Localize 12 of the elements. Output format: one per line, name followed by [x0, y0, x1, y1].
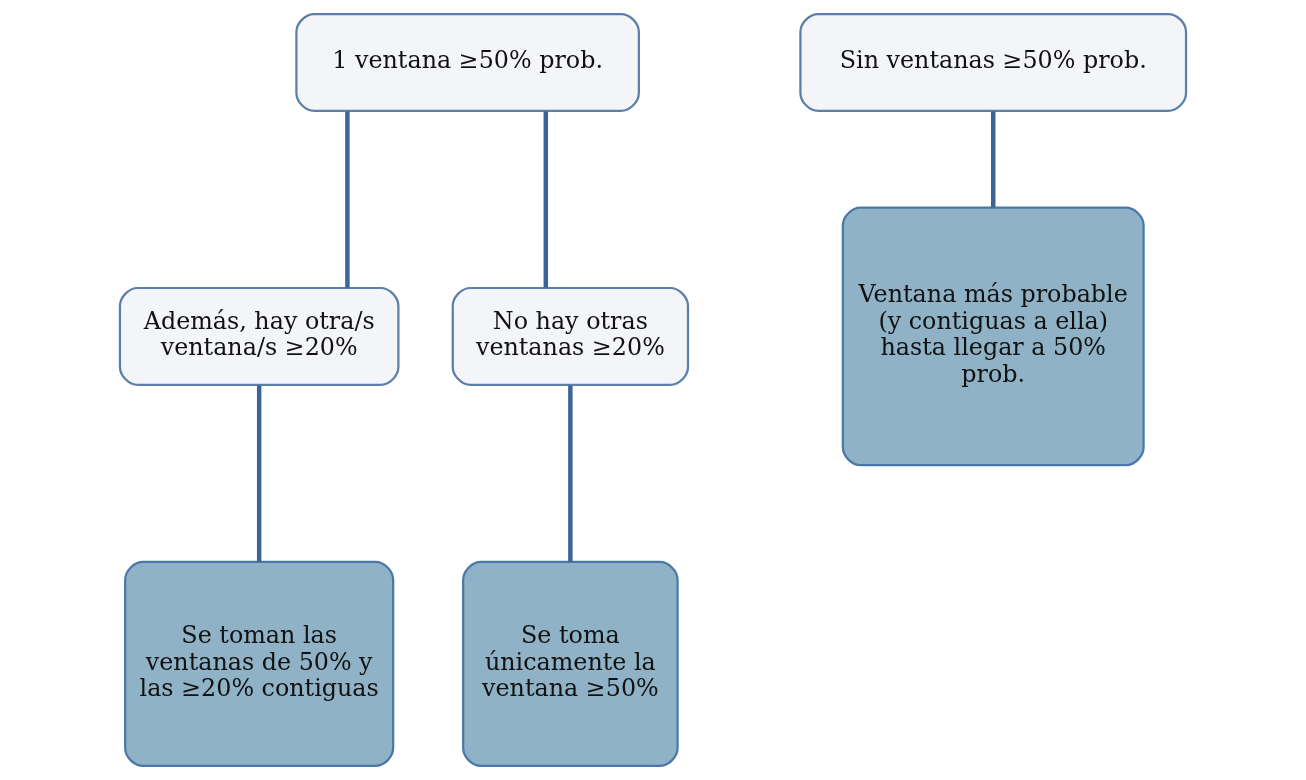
- node-box: No hay otras ventanas ≥20%: [451, 286, 690, 386]
- connector: [991, 111, 996, 208]
- connector: [256, 385, 262, 562]
- node-box: 1 ventana ≥50% prob.: [295, 12, 640, 112]
- node-box: Ventana más probable (y contiguas a ella) hasta llegar a 50% prob.: [841, 206, 1145, 467]
- connector: [543, 111, 549, 288]
- connector: [345, 111, 350, 288]
- node-box: Se toma únicamente la ventana ≥50%: [462, 560, 679, 768]
- node-box: Se toman las ventanas de 50% y las ≥20% contiguas: [124, 560, 395, 768]
- node-box: Sin ventanas ≥50% prob.: [799, 12, 1188, 112]
- connector: [568, 385, 573, 562]
- node-box: Además, hay otra/s ventana/s ≥20%: [118, 286, 400, 386]
